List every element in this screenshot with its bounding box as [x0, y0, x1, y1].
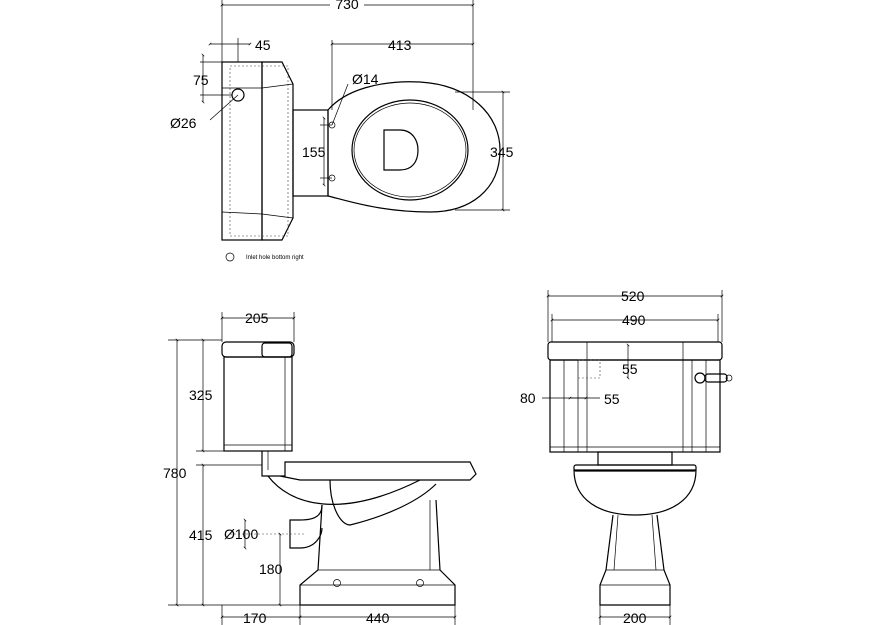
dim-inlet-offset: 45 — [255, 37, 271, 53]
dim-top-width: 730 — [335, 0, 359, 12]
dim-outlet-setback: 170 — [243, 610, 267, 625]
dim-front-inlet-side: 80 — [520, 390, 536, 406]
front-bowl — [573, 469, 697, 516]
top-cistern-lid — [261, 61, 294, 241]
dim-front-inlet-offset: 55 — [604, 391, 620, 407]
legend-circle-icon — [225, 252, 235, 262]
dim-fix-hole: Ø14 — [352, 71, 379, 87]
side-bowl-outer — [267, 475, 421, 505]
flush-handle-icon — [694, 372, 706, 384]
side-view: 205 325 780 415 Ø100 180 170 440 — [163, 310, 477, 625]
dim-bowl-length: 413 — [388, 37, 412, 53]
side-pedestal — [299, 499, 456, 606]
top-view: 730 45 75 Ø26 413 Ø14 155 345 Inlet hole… — [170, 0, 514, 262]
dim-pan-height: 415 — [189, 527, 213, 543]
side-outlet — [289, 504, 323, 549]
dim-bowl-width: 345 — [490, 144, 514, 160]
dim-outlet-height: 180 — [259, 561, 283, 577]
dim-inlet-height: 75 — [193, 72, 209, 88]
side-cistern-body — [223, 356, 293, 452]
dim-inlet-diameter: Ø26 — [170, 115, 197, 131]
dim-fix-spacing: 155 — [302, 144, 326, 160]
dim-pan-length: 440 — [366, 610, 390, 625]
top-bowl-opening — [383, 129, 419, 171]
side-cistern-lid — [221, 341, 295, 358]
top-seat — [351, 99, 469, 201]
front-neck — [597, 451, 673, 466]
dim-cistern-height: 325 — [189, 387, 213, 403]
dim-outlet-diameter: Ø100 — [224, 526, 258, 542]
dim-front-cistern-inner: 490 — [622, 312, 646, 328]
dim-front-cistern-width: 520 — [621, 288, 645, 304]
side-fix-bolt-1 — [333, 579, 341, 587]
side-bowl-inner — [329, 479, 437, 526]
side-flush-pipe — [261, 451, 477, 481]
side-fix-bolt-2 — [416, 579, 424, 587]
front-cistern-lid — [547, 341, 723, 361]
top-bowl-outline — [327, 81, 501, 213]
front-pedestal — [599, 514, 671, 606]
dim-total-height: 780 — [163, 465, 187, 481]
front-view: 520 490 55 80 55 200 — [520, 288, 733, 625]
dim-front-inlet-drop: 55 — [622, 361, 638, 377]
dim-cistern-depth: 205 — [245, 310, 269, 326]
inlet-note: Inlet hole bottom right — [246, 255, 304, 261]
dim-front-pedestal-width: 200 — [623, 610, 647, 625]
